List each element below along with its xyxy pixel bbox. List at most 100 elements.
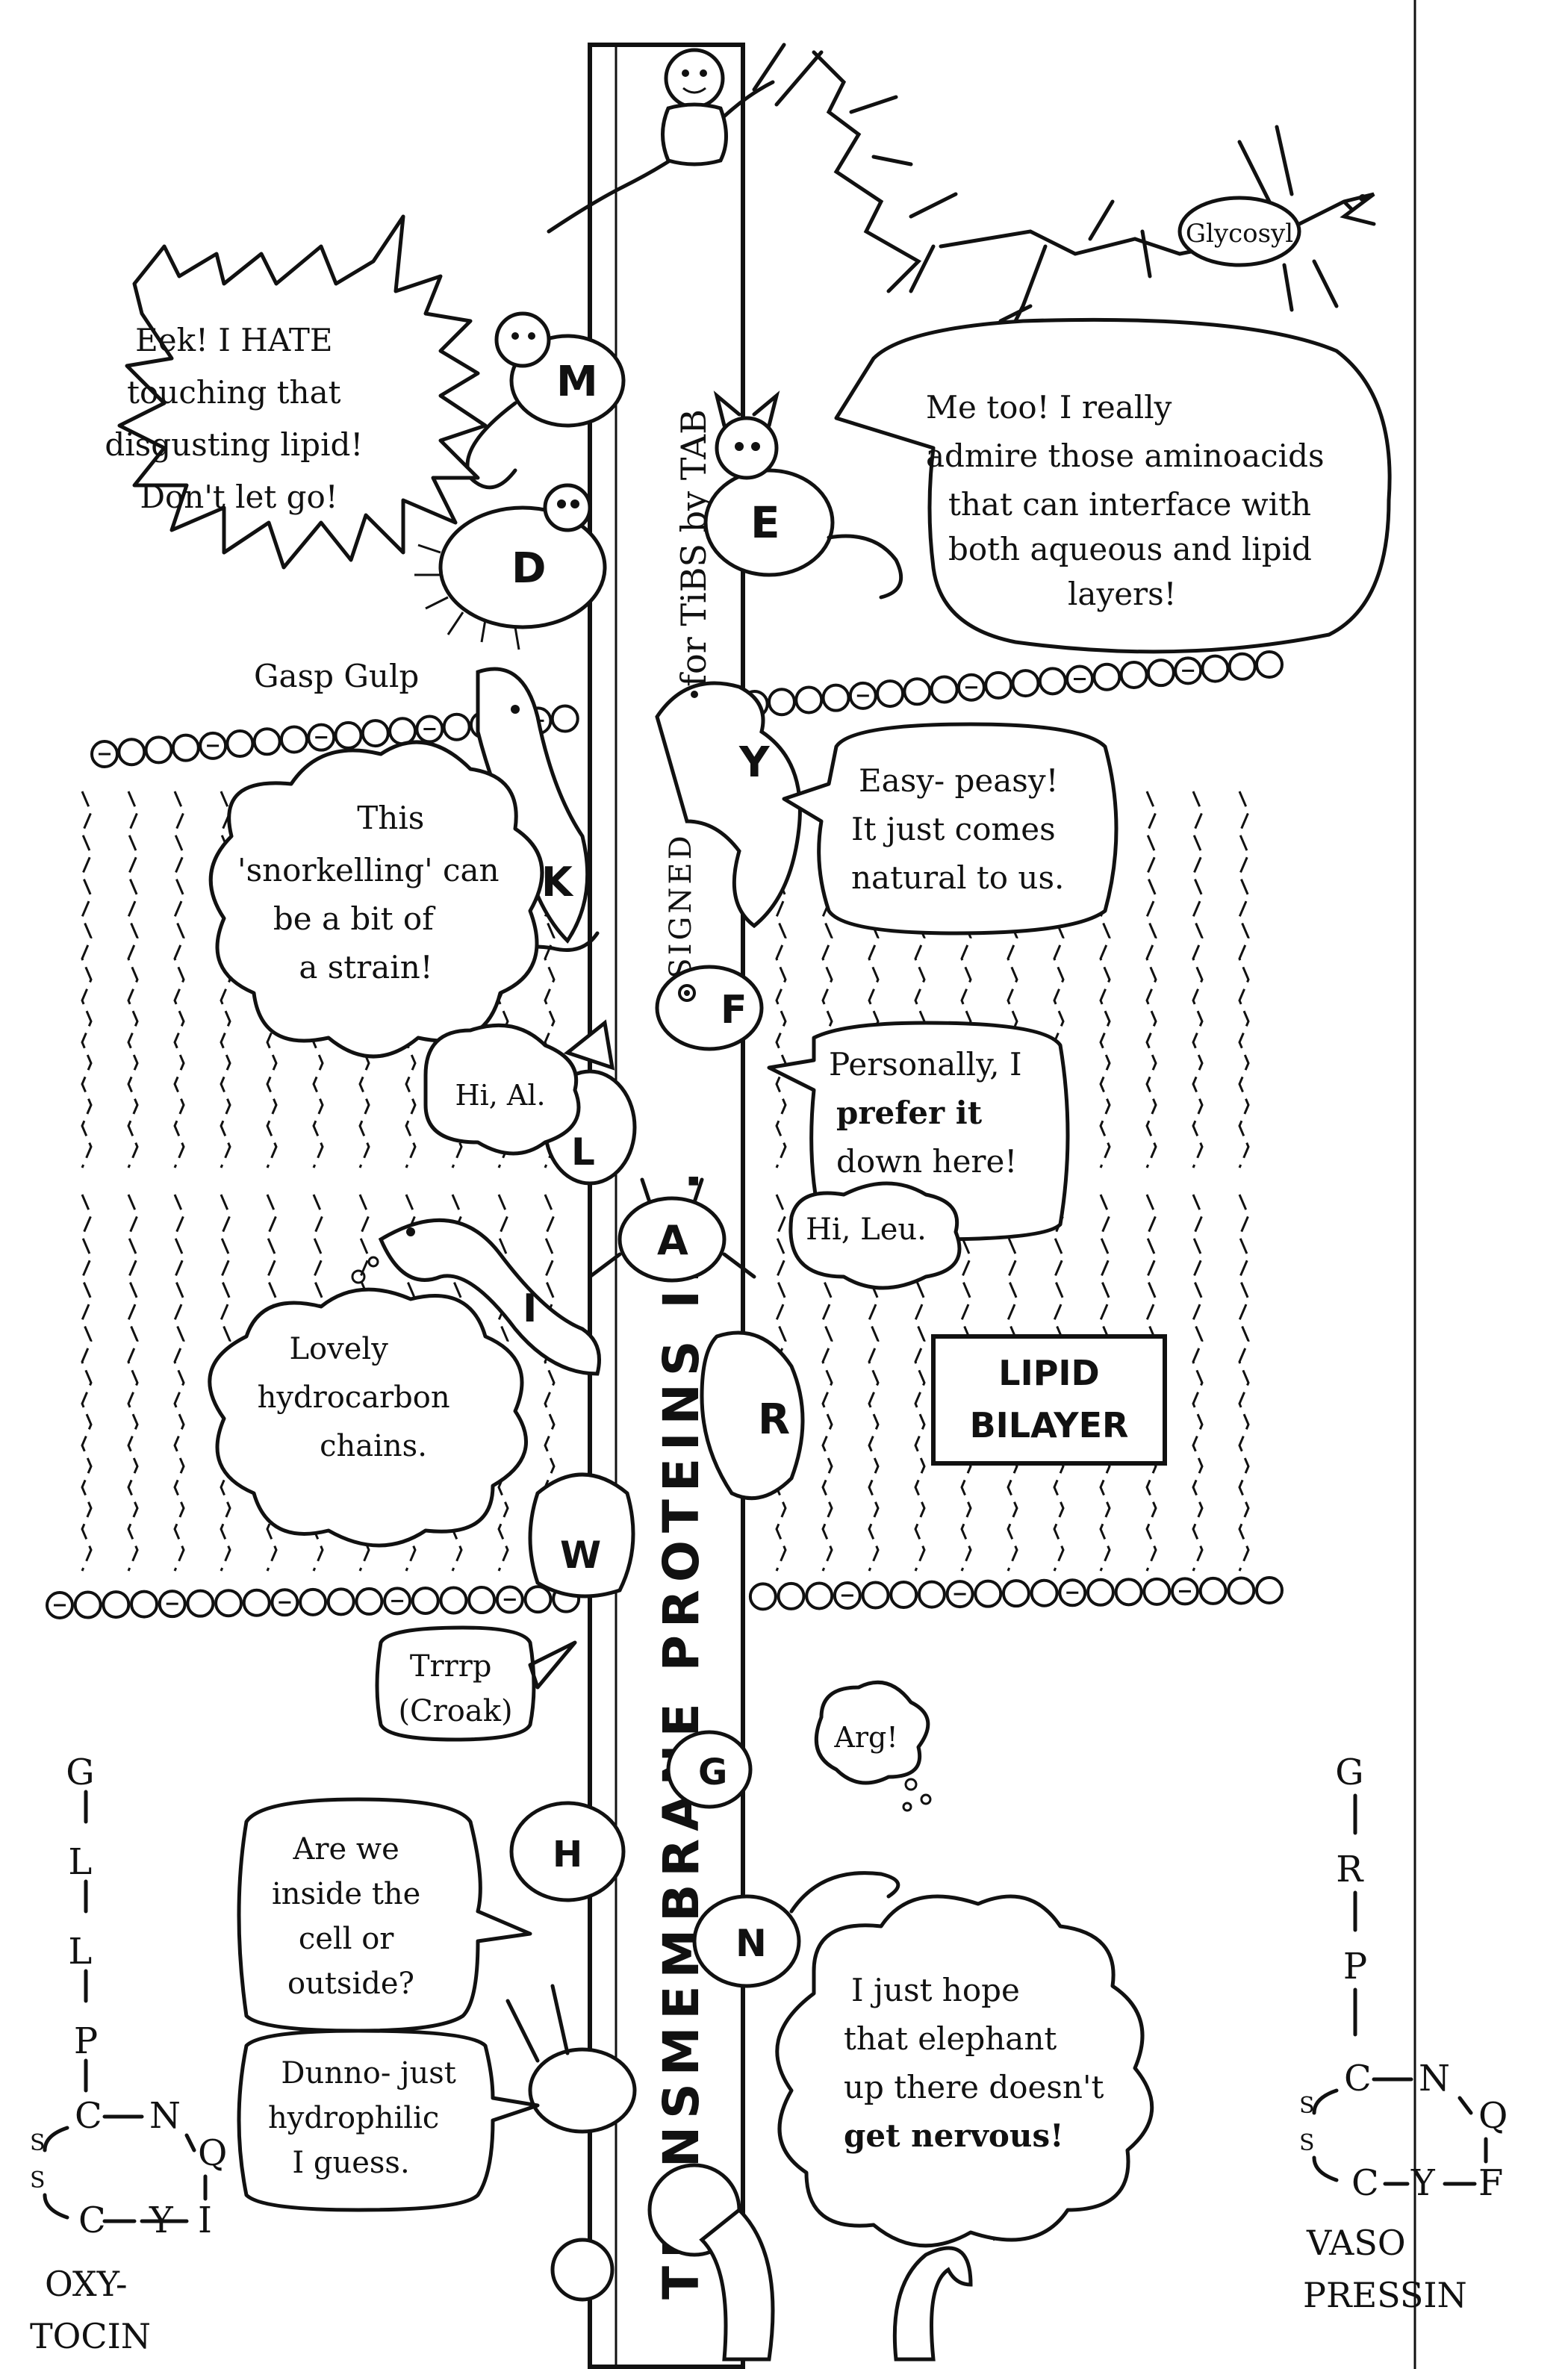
residue-letter: N bbox=[735, 1922, 767, 1965]
lipid-head bbox=[171, 733, 200, 762]
lipid-head bbox=[974, 1579, 1003, 1608]
pole-text-for: for TiBS by TAB bbox=[673, 409, 714, 687]
lipid-head bbox=[861, 1581, 890, 1610]
lipid-head bbox=[1092, 662, 1121, 691]
dunno-line-2: hydrophilic bbox=[268, 2101, 439, 2135]
oxy-ring: I bbox=[198, 2200, 212, 2241]
elephant-line-4: get nervous! bbox=[844, 2117, 1064, 2154]
lipid-head bbox=[130, 1590, 159, 1619]
vaso-residue: R bbox=[1336, 1849, 1364, 1890]
vaso-ring: Q bbox=[1478, 2095, 1508, 2137]
lipid-head bbox=[242, 1588, 271, 1617]
lipid-head bbox=[821, 683, 850, 712]
lipid-head bbox=[334, 720, 363, 750]
lipid-head bbox=[889, 1581, 918, 1610]
lipid-tail bbox=[173, 1194, 185, 1572]
svg-text:Me too! I really admire: Me too! I really admire those aminoacids… bbox=[926, 389, 1334, 612]
inside-line-2: inside the bbox=[272, 1877, 420, 1911]
residue-letter: F bbox=[721, 988, 747, 1033]
svg-text:G L L P: G L L P bbox=[66, 1752, 106, 2062]
vaso-ring: F bbox=[1478, 2162, 1503, 2204]
lipid-head bbox=[1146, 659, 1175, 688]
lipid-head bbox=[411, 1586, 440, 1615]
easy-line-1: Easy- peasy! bbox=[859, 762, 1058, 799]
creature-y: Y bbox=[655, 681, 802, 929]
creature-g: G bbox=[666, 1730, 753, 1809]
me-too-line-5: layers! bbox=[1068, 576, 1177, 612]
creature-elephant bbox=[550, 2163, 775, 2362]
personally-line-1: Personally, I bbox=[829, 1046, 1022, 1083]
svg-text:This 'snorkelling' can: This 'snorkelling' can be a bit of a str… bbox=[237, 800, 509, 986]
lipid-bilayer-label: LIPID BILAYER bbox=[931, 1334, 1167, 1466]
oxy-residue: L bbox=[68, 1931, 92, 1973]
bubble-hi-leu: Hi, Leu. bbox=[788, 1181, 962, 1290]
me-too-line-3: that can interface with bbox=[948, 486, 1311, 523]
lipid-tail bbox=[81, 791, 93, 1168]
me-too-line-1: Me too! I really bbox=[926, 389, 1172, 426]
easy-line-2: It just comes bbox=[851, 811, 1056, 847]
lipid-head bbox=[1255, 1576, 1284, 1604]
vasopressin-name-line-2: PRESSIN bbox=[1303, 2275, 1467, 2315]
lovely-line-1: Lovely bbox=[289, 1332, 388, 1366]
creature-r: R bbox=[700, 1330, 805, 1501]
lipid-head bbox=[1030, 1578, 1059, 1607]
inside-line-4: outside? bbox=[287, 1967, 414, 2001]
lipid-head bbox=[876, 679, 905, 709]
lipid-head bbox=[467, 1586, 497, 1615]
lipid-head bbox=[186, 1589, 215, 1618]
lipid-head bbox=[1119, 660, 1148, 689]
lipid-tail bbox=[1238, 1194, 1250, 1572]
glycosyl-body bbox=[1177, 196, 1301, 267]
lipid-tail bbox=[914, 1194, 926, 1572]
lipid-head bbox=[279, 725, 308, 754]
lipid-head bbox=[388, 717, 417, 746]
lipid-head bbox=[225, 729, 255, 759]
snorkelling-line-4: a strain! bbox=[299, 949, 432, 986]
residue-letter: R bbox=[758, 1395, 790, 1444]
bubble-inside: Are we inside the cell or outside? bbox=[237, 1797, 532, 2033]
oxytocin-structure: G L L P C N Q I Y C S S OXY- TOCIN bbox=[30, 1752, 239, 2356]
lipid-head bbox=[777, 1581, 806, 1610]
trrrp-line-1: Trrrp bbox=[410, 1649, 492, 1684]
creature-w: W bbox=[528, 1472, 635, 1598]
lipid-head bbox=[1255, 650, 1284, 679]
vaso-residue: G bbox=[1335, 1752, 1363, 1793]
svg-text:Eek! I HATE touching tha: Eek! I HATE touching that disgusting lip… bbox=[105, 322, 373, 515]
svg-text:Easy- peasy! It just com: Easy- peasy! It just comes natural to us… bbox=[851, 762, 1068, 896]
dunno-line-1: Dunno- just bbox=[281, 2056, 455, 2091]
svg-text:S S: S S bbox=[30, 2130, 52, 2194]
lipid-tail bbox=[127, 1194, 139, 1572]
lipid-head bbox=[144, 735, 173, 765]
residue-letter: K bbox=[541, 859, 574, 906]
residue-letter: W bbox=[560, 1534, 601, 1577]
me-too-line-2: admire those aminoacids bbox=[926, 438, 1325, 474]
lipid-tail bbox=[1192, 791, 1204, 1168]
lipid-head bbox=[930, 675, 959, 704]
lipid-head bbox=[767, 688, 796, 717]
lipid-head bbox=[299, 1587, 328, 1616]
creature-d: D bbox=[414, 483, 607, 650]
svg-text:Trrrp (Croak): Trrrp (Croak) bbox=[398, 1649, 512, 1728]
lipid-bilayer-line-2: BILAYER bbox=[970, 1405, 1129, 1445]
inside-line-3: cell or bbox=[299, 1922, 394, 1956]
lipid-head bbox=[214, 1589, 243, 1618]
eek-line-1: Eek! I HATE bbox=[135, 322, 332, 358]
svg-text:Personally, I prefer it: Personally, I prefer it down here! bbox=[829, 1046, 1032, 1180]
oxy-residue: L bbox=[68, 1841, 92, 1883]
oxy-bridge: S bbox=[30, 2167, 46, 2194]
lovely-line-2: hydrocarbon bbox=[258, 1380, 450, 1415]
easy-line-3: natural to us. bbox=[851, 859, 1064, 896]
personally-line-3: down here! bbox=[836, 1143, 1017, 1180]
lipid-tail bbox=[821, 1194, 833, 1572]
svg-text:Lovely hydrocarbon: Lovely hydrocarbon chains. bbox=[258, 1332, 460, 1463]
snorkelling-line-1: This bbox=[357, 800, 424, 836]
glycosyl-label: Glycosyl bbox=[1186, 219, 1293, 249]
lipid-head bbox=[1198, 1576, 1228, 1605]
elephant-line-2: that elephant bbox=[844, 2020, 1057, 2057]
vaso-residue: P bbox=[1343, 1946, 1367, 1987]
svg-text:G R P: G R P bbox=[1335, 1752, 1375, 1987]
bubble-trrrp: Trrrp (Croak) bbox=[375, 1625, 577, 1742]
creature-f: F bbox=[655, 965, 764, 1051]
bubble-me-too: Me too! I really admire those aminoacids… bbox=[834, 317, 1392, 654]
svg-text:C N Q I: C N Q I Y C bbox=[75, 2095, 239, 2241]
